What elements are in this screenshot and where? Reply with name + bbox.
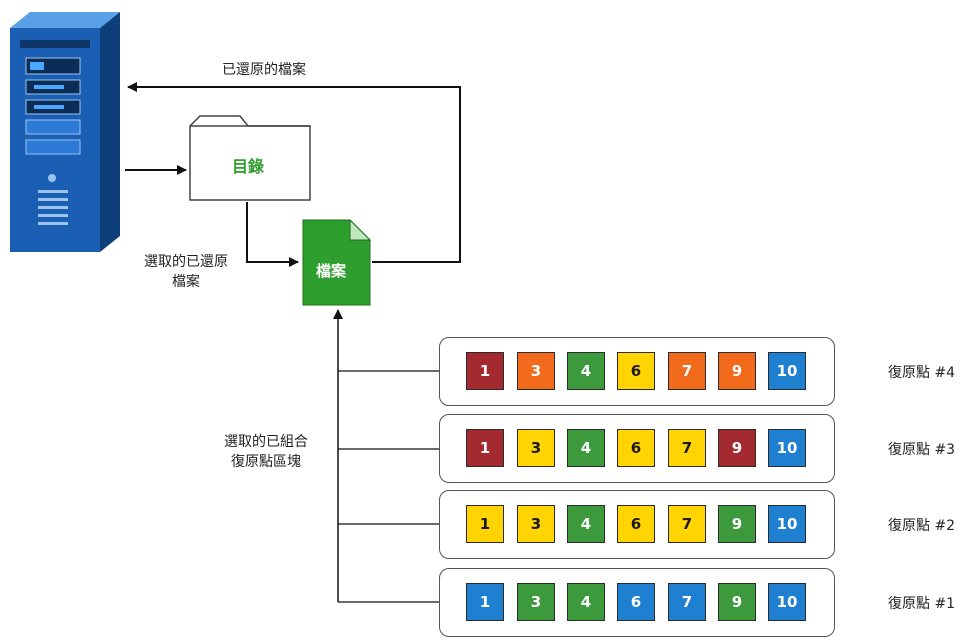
recovery-block: 10: [768, 352, 806, 390]
recovery-block: 1: [466, 505, 504, 543]
recovery-block: 9: [718, 583, 756, 621]
recovery-block: 9: [718, 352, 756, 390]
restored-file-label: 已還原的檔案: [222, 62, 306, 78]
recovery-block: 6: [617, 429, 655, 467]
recovery-block: 9: [718, 505, 756, 543]
file-label: 檔案: [316, 262, 347, 280]
recovery-block: 7: [668, 583, 706, 621]
recovery-block: 1: [466, 583, 504, 621]
recovery-block: 4: [567, 505, 605, 543]
directory-label: 目錄: [232, 157, 265, 176]
server-icon: [10, 12, 120, 252]
recovery-block: 3: [517, 352, 555, 390]
recovery-block: 10: [768, 505, 806, 543]
recovery-block: 7: [668, 352, 706, 390]
recovery-block: 3: [517, 505, 555, 543]
recovery-block: 4: [567, 352, 605, 390]
arrow-file-to-server: [127, 82, 461, 263]
arrow-folder-to-file: [246, 202, 299, 267]
recovery-block: 9: [718, 429, 756, 467]
recovery-point-label: 復原點 #2: [888, 518, 956, 534]
selected-restored-file-label: 選取的已還原 檔案: [144, 254, 228, 290]
recovery-block: 10: [768, 429, 806, 467]
recovery-block: 6: [617, 352, 655, 390]
recovery-block: 6: [617, 505, 655, 543]
recovery-block: 4: [567, 583, 605, 621]
recovery-block: 7: [668, 429, 706, 467]
recovery-block: 3: [517, 583, 555, 621]
recovery-block: 10: [768, 583, 806, 621]
recovery-block: 6: [617, 583, 655, 621]
recovery-point-label: 復原點 #1: [888, 596, 956, 612]
recovery-block: 1: [466, 429, 504, 467]
file-icon: [302, 218, 372, 306]
recovery-block: 3: [517, 429, 555, 467]
selected-combined-blocks-label: 選取的已組合 復原點區塊: [224, 434, 308, 470]
folder-icon: [189, 115, 311, 201]
recovery-block: 7: [668, 505, 706, 543]
recovery-block: 1: [466, 352, 504, 390]
recovery-block: 4: [567, 429, 605, 467]
recovery-point-label: 復原點 #4: [888, 365, 956, 381]
recovery-point-label: 復原點 #3: [888, 442, 956, 458]
